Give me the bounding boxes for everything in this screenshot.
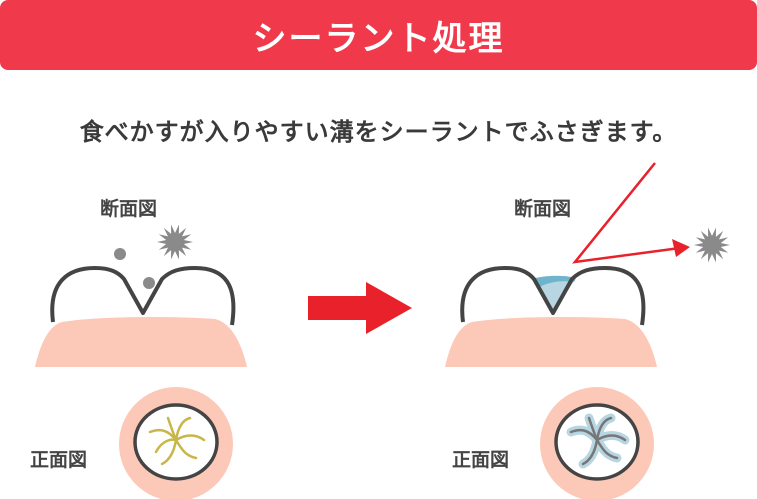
before-cross-section bbox=[35, 224, 247, 367]
bacteria-icon bbox=[157, 224, 193, 260]
arrowhead bbox=[672, 239, 690, 257]
after-front-label: 正面図 bbox=[452, 449, 510, 471]
groove-stain bbox=[148, 416, 206, 466]
gum bbox=[445, 317, 657, 367]
deflect-line bbox=[572, 162, 681, 264]
after-cross-section bbox=[445, 162, 730, 367]
after-front-view bbox=[540, 387, 654, 499]
tooth-outline bbox=[50, 266, 236, 326]
before-cross-section-label: 断面図 bbox=[100, 198, 158, 220]
debris-dot bbox=[143, 277, 155, 289]
bacteria-icon bbox=[694, 227, 730, 263]
before-front-view bbox=[119, 387, 233, 499]
title-banner: シーラント処理 bbox=[0, 0, 757, 70]
debris-dot bbox=[114, 248, 126, 260]
before-front-label: 正面図 bbox=[30, 449, 88, 471]
after-cross-section-label: 断面図 bbox=[514, 198, 572, 220]
groove bbox=[569, 416, 627, 466]
title: シーラント処理 bbox=[252, 18, 505, 59]
subtitle: 食べかすが入りやすい溝をシーラントでふさぎます。 bbox=[79, 118, 678, 146]
right-arrow-icon bbox=[308, 282, 412, 334]
tooth-outline bbox=[460, 266, 646, 326]
gum bbox=[35, 317, 247, 367]
